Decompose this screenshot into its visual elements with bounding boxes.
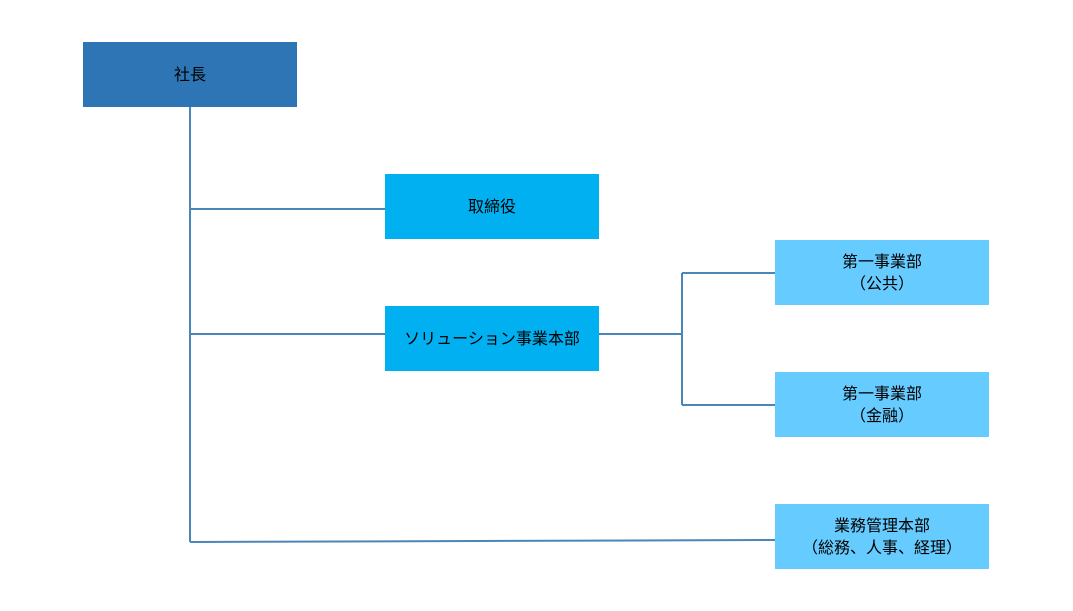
org-node-division-finance[interactable]: 第一事業部 （金融） — [775, 372, 989, 437]
org-node-solution-hq[interactable]: ソリューション事業本部 — [385, 306, 599, 371]
org-node-division-public[interactable]: 第一事業部 （公共） — [775, 240, 989, 305]
connector-to-business-admin-hq — [189, 539, 776, 543]
org-node-division-finance-sublabel: （金融） — [849, 405, 914, 425]
org-node-business-admin-hq-label: 業務管理本部 — [833, 515, 930, 535]
org-node-business-admin-hq[interactable]: 業務管理本部 （総務、人事、経理） — [775, 504, 989, 569]
org-node-division-finance-label: 第一事業部 — [841, 383, 922, 403]
org-node-business-admin-hq-sublabel: （総務、人事、経理） — [801, 537, 962, 557]
org-node-division-public-sublabel: （公共） — [849, 273, 914, 293]
org-node-division-public-label: 第一事業部 — [841, 251, 922, 271]
org-node-president[interactable]: 社長 — [83, 42, 297, 107]
org-node-directors-label: 取締役 — [467, 196, 516, 216]
org-node-directors[interactable]: 取締役 — [385, 174, 599, 239]
org-node-president-label: 社長 — [173, 64, 206, 84]
org-node-solution-hq-label: ソリューション事業本部 — [404, 328, 580, 348]
